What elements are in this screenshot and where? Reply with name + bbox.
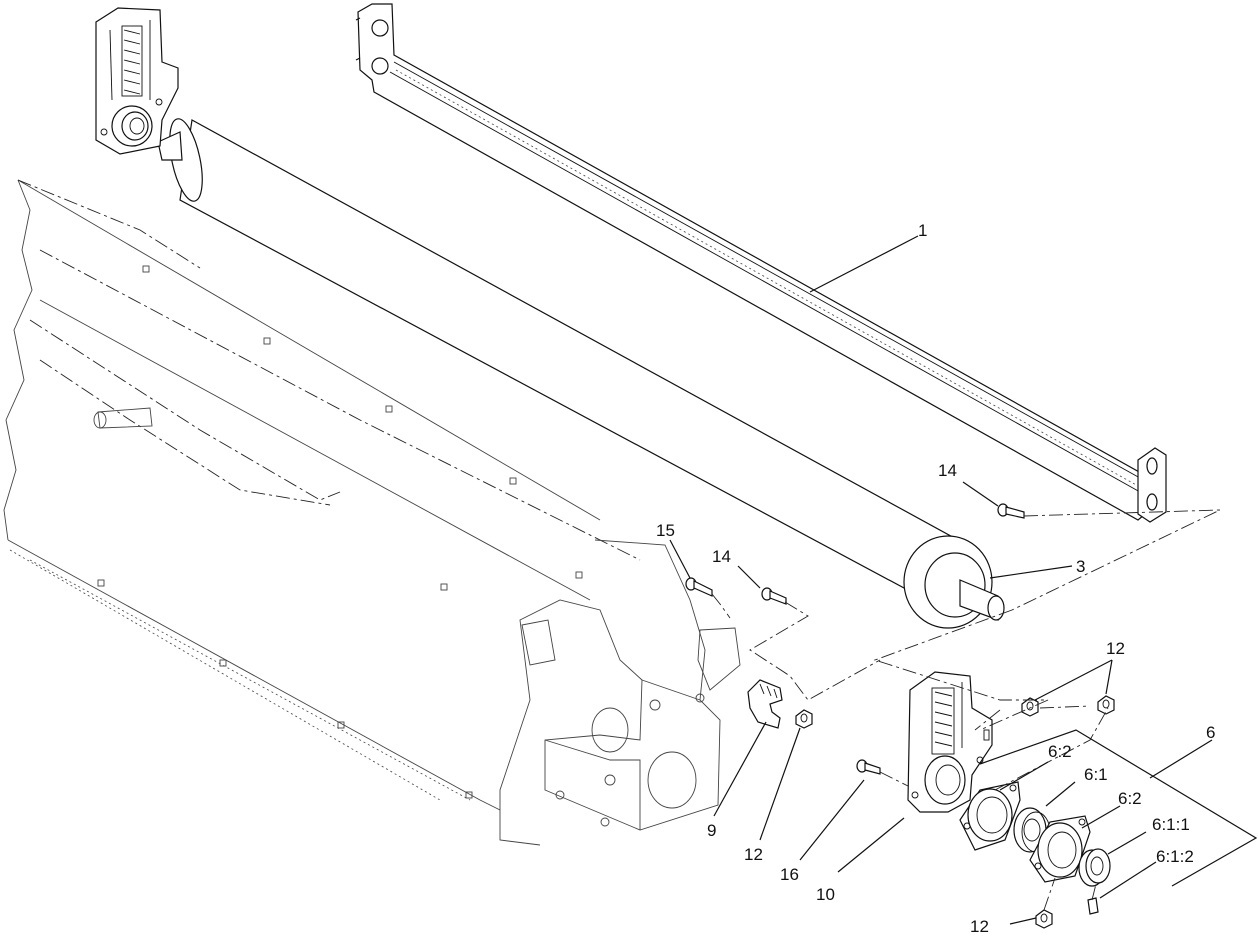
callout-12-bottom: 12 bbox=[970, 917, 989, 936]
callout-10: 10 bbox=[816, 885, 835, 904]
part-1-channel-rail bbox=[355, 3, 1167, 523]
frame-housing-phantom bbox=[3, 179, 741, 846]
callout-15: 15 bbox=[656, 521, 675, 540]
callout-14-lower: 14 bbox=[712, 547, 731, 566]
part-3-roller bbox=[157, 118, 1005, 629]
callout-6-1-2: 6:1:2 bbox=[1156, 847, 1194, 866]
callout-9: 9 bbox=[707, 821, 716, 840]
leader-lines bbox=[669, 235, 1258, 925]
callout-3: 3 bbox=[1076, 557, 1085, 576]
part-6-1-2-set-screw bbox=[1087, 897, 1099, 915]
part-9-clip bbox=[747, 679, 783, 729]
part-6-2-flange-second bbox=[1029, 815, 1091, 883]
callout-labels: 1 3 6 6:2 6:1 6:2 6:1:1 6:1:2 9 10 12 12… bbox=[656, 221, 1215, 936]
part-10-bearing-plate bbox=[907, 671, 993, 813]
callout-12-right: 12 bbox=[1106, 639, 1125, 658]
part-12-nut-bottom bbox=[1035, 909, 1053, 929]
callout-6-2-second: 6:2 bbox=[1118, 789, 1142, 808]
callout-6: 6 bbox=[1206, 723, 1215, 742]
part-12-nut-right-a bbox=[1021, 697, 1039, 717]
part-6-2-flange-first bbox=[959, 781, 1021, 851]
callout-6-2-first: 6:2 bbox=[1048, 742, 1072, 761]
callout-6-1: 6:1 bbox=[1084, 765, 1108, 784]
callout-12-center: 12 bbox=[744, 845, 763, 864]
part-6-1-1-locking-collar bbox=[1078, 848, 1111, 887]
part-14-bolt-lower bbox=[761, 587, 787, 605]
callout-16: 16 bbox=[780, 865, 799, 884]
assembly-center-lines bbox=[711, 509, 1221, 911]
callout-14-upper: 14 bbox=[938, 461, 957, 480]
part-14-bolt-upper bbox=[997, 503, 1025, 519]
part-12-nut-center bbox=[795, 709, 813, 729]
part-15-bolt bbox=[685, 577, 713, 597]
left-bearing-plate bbox=[95, 7, 179, 155]
callout-6-1-1: 6:1:1 bbox=[1152, 815, 1190, 834]
callout-1: 1 bbox=[918, 221, 927, 240]
part-16-bolt bbox=[856, 759, 881, 775]
part-12-nut-right-b bbox=[1097, 695, 1115, 715]
